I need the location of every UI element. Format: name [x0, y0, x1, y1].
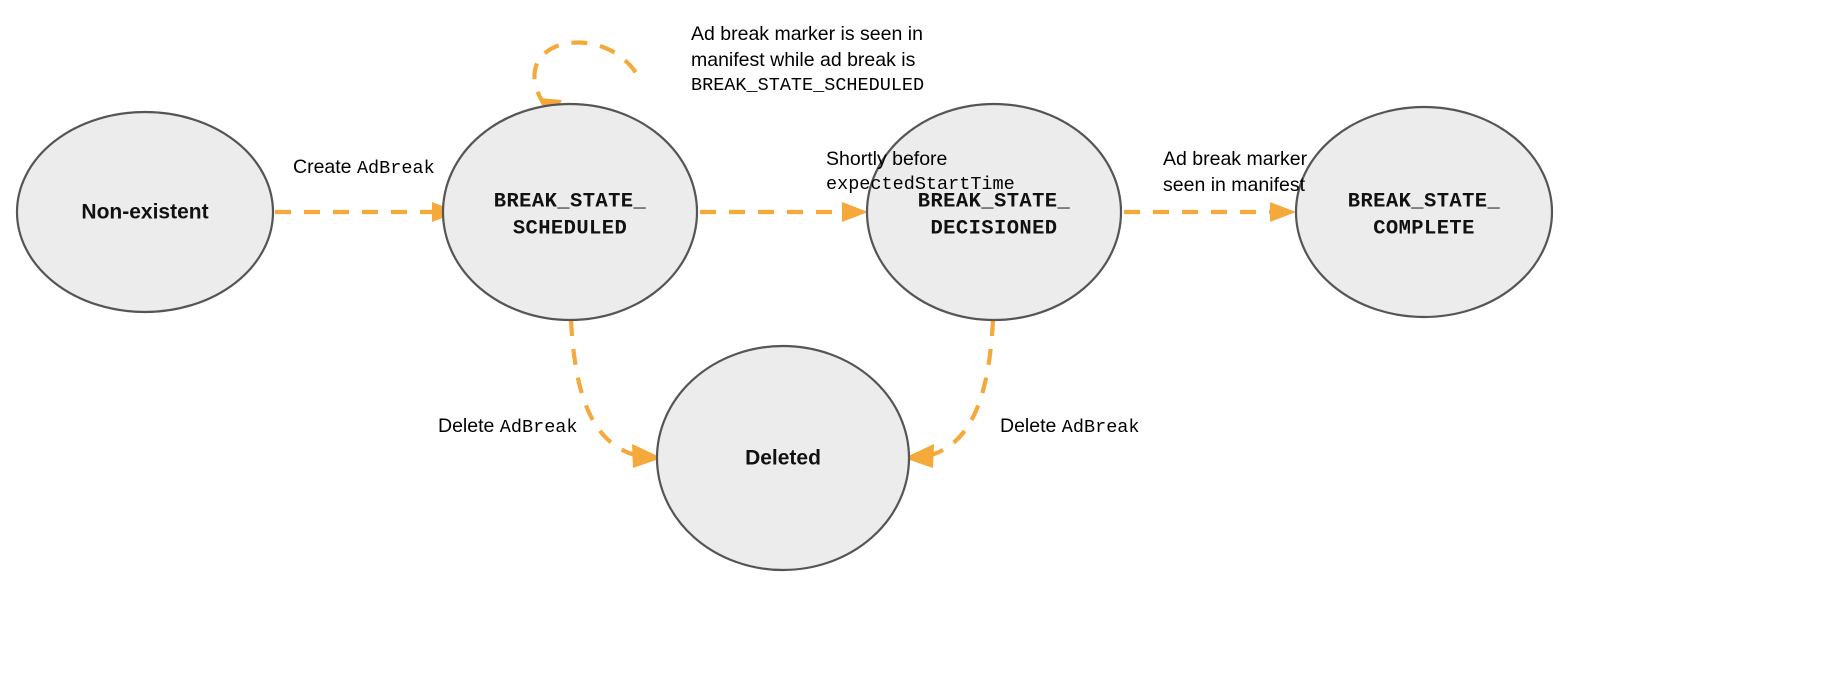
edge-label-self-loop-line2: manifest while ad break is: [691, 49, 916, 71]
edge-scheduled-self-loop-path: [532, 40, 643, 108]
edge-label-create-adbreak: Create AdBreak: [293, 155, 435, 181]
node-break-state-decisioned[interactable]: BREAK_STATE_ DECISIONED: [865, 102, 1123, 322]
node-deleted[interactable]: Deleted: [655, 344, 911, 572]
edge-decisioned-to-deleted-arrowhead: [904, 444, 934, 468]
edge-label-scheduled-self-loop: Ad break marker is seen in manifest whil…: [691, 21, 924, 99]
node-break-state-complete[interactable]: BREAK_STATE_ COMPLETE: [1294, 105, 1554, 319]
edge-scheduled-to-decisioned-arrowhead: [842, 202, 868, 222]
edge-label-shortly-before: Shortly before: [826, 148, 948, 170]
node-deleted-shape[interactable]: [655, 344, 911, 572]
node-break-state-complete-label-line1: BREAK_STATE_: [1348, 190, 1501, 213]
edge-label-marker-line2: seen in manifest: [1163, 174, 1305, 196]
edge-label-create-adbreak-code: AdBreak: [356, 158, 435, 179]
edge-label-delete-left-text: Delete: [438, 415, 500, 437]
node-break-state-scheduled-label-line1: BREAK_STATE_: [494, 190, 647, 213]
edge-scheduled-to-deleted-arrowhead: [632, 444, 662, 468]
edge-label-decisioned-to-deleted: Delete AdBreak: [1000, 414, 1140, 440]
node-break-state-scheduled-label-line2: SCHEDULED: [513, 217, 627, 240]
node-non-existent[interactable]: Non-existent: [15, 110, 275, 314]
node-deleted-label: Deleted: [745, 447, 821, 470]
node-break-state-scheduled[interactable]: BREAK_STATE_ SCHEDULED: [441, 102, 699, 322]
edge-scheduled-to-deleted-path: [568, 319, 639, 459]
edge-create-adbreak: [275, 202, 458, 222]
edge-label-expected-start-time: expectedStartTime: [826, 174, 1015, 195]
edge-label-scheduled-to-decisioned: Shortly before expectedStartTime: [826, 146, 1015, 198]
edge-decisioned-to-deleted: [904, 319, 996, 468]
node-break-state-decisioned-label-line2: DECISIONED: [930, 217, 1057, 240]
edge-scheduled-to-deleted: [568, 319, 662, 468]
edge-label-marker-line1: Ad break marker: [1163, 148, 1308, 170]
node-break-state-complete-shape[interactable]: [1294, 105, 1554, 319]
node-break-state-complete-label-line2: COMPLETE: [1373, 217, 1475, 240]
node-break-state-decisioned-label-line1: BREAK_STATE_: [918, 190, 1071, 213]
edge-label-delete-left-code: AdBreak: [499, 417, 578, 438]
edge-label-scheduled-to-deleted: Delete AdBreak: [438, 414, 578, 440]
edge-label-self-loop-line3: BREAK_STATE_SCHEDULED: [691, 75, 925, 96]
node-break-state-decisioned-shape[interactable]: [865, 102, 1123, 322]
edge-decisioned-to-complete: [1124, 202, 1296, 222]
edge-label-decisioned-to-complete: Ad break marker seen in manifest: [1163, 146, 1307, 198]
node-break-state-scheduled-shape[interactable]: [441, 102, 699, 322]
node-non-existent-shape[interactable]: [15, 110, 275, 314]
edge-label-delete-right-text: Delete: [1000, 415, 1062, 437]
node-non-existent-label: Non-existent: [81, 201, 208, 224]
edge-label-create-adbreak-text: Create: [293, 156, 357, 178]
edge-decisioned-to-complete-arrowhead: [1270, 202, 1296, 222]
edge-label-delete-right-code: AdBreak: [1061, 417, 1140, 438]
edge-label-self-loop-line1: Ad break marker is seen in: [691, 23, 923, 45]
edge-scheduled-to-decisioned: [700, 202, 868, 222]
edge-decisioned-to-deleted-path: [927, 319, 996, 459]
